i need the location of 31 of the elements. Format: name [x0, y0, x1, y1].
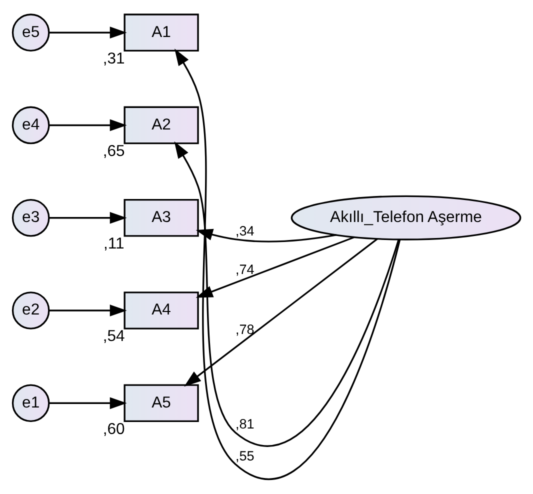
edge-label: ,74: [235, 262, 254, 277]
edge-label: ,34: [235, 223, 254, 238]
node-circle: e3: [12, 198, 50, 237]
node-box: A4: [124, 292, 199, 330]
node-label: ,65: [102, 142, 125, 160]
edge-label: ,78: [235, 322, 254, 337]
arrow: [174, 141, 400, 446]
arrow: [49, 212, 127, 224]
node-circle: e2: [12, 292, 50, 330]
node-label: ,31: [102, 50, 125, 68]
node-circle: e1: [12, 384, 50, 422]
arrow: [49, 119, 127, 132]
arrow: [49, 304, 127, 316]
node-label: ,11: [103, 236, 124, 253]
arrow: [184, 238, 378, 387]
arrow: [174, 48, 401, 480]
node-circle: e5: [12, 14, 50, 52]
edge-label: ,55: [235, 448, 254, 464]
node-ellipse: Akıllı_Telefon Aşerme: [290, 195, 522, 240]
node-box: A1: [124, 14, 199, 52]
arrow: [196, 236, 354, 298]
node-label: ,60: [102, 420, 125, 438]
edge-label: ,81: [235, 416, 254, 432]
node-box: A3: [124, 198, 199, 237]
arrow: [196, 228, 336, 242]
arrow: [49, 397, 127, 410]
node-label: ,54: [102, 328, 125, 346]
node-box: A5: [124, 384, 199, 422]
node-circle: e4: [12, 106, 50, 144]
node-box: A2: [124, 106, 199, 144]
arrow: [49, 26, 127, 39]
